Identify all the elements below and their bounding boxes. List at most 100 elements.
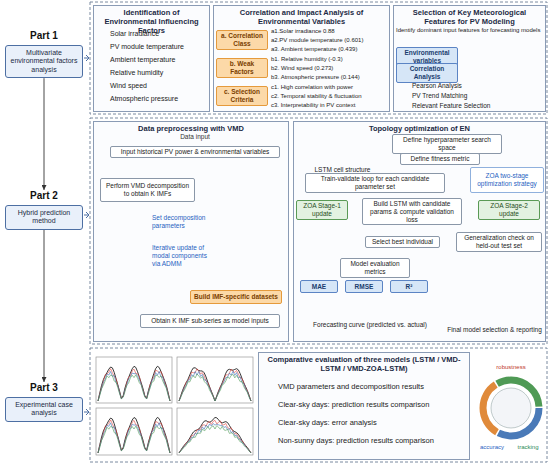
label-text: Final model selection & reporting [446, 326, 543, 334]
process-box: Obtain K IMF sub-series as model inputs [140, 314, 280, 328]
label-text: Relevant Feature Selection [412, 102, 542, 110]
node-text: Train-validate loop for each candidate p… [308, 175, 442, 191]
part-block: Part 1 Multivariate environmental factors… [5, 30, 83, 78]
label-text: LSTM cell structure [300, 166, 385, 174]
part-region [90, 118, 547, 344]
node-text: R² [393, 283, 425, 291]
label-text: a2.PV module temperature (0.601) [271, 37, 388, 44]
node-text: Correlation Analysis [399, 65, 455, 81]
label-text: tracking [510, 444, 546, 451]
label-text: Non-sunny days: prediction results compa… [278, 436, 466, 445]
label-text: b3. Atmospheric pressure (0.144) [271, 74, 388, 81]
chart-curve [179, 420, 251, 453]
node-text: Model evaluation metrics [343, 260, 407, 276]
part-box: Experimental case analysis [5, 397, 83, 422]
process-box: c. Selection Criteria [216, 86, 268, 106]
label-text: Relative humidity [110, 69, 208, 77]
node-text: Select best individual [368, 238, 437, 246]
process-box: Perform VMD decomposition to obtain K IM… [100, 178, 195, 202]
chart-frame [177, 408, 253, 455]
part-block: Part 2 Hybrid prediction method [5, 190, 83, 230]
process-box: MAE [300, 280, 338, 293]
process-box: Define fitness metric [400, 153, 480, 165]
chart-frame [96, 357, 172, 403]
node-heading: Comparative evaluation of three models (… [262, 355, 466, 373]
eval-ring [483, 380, 539, 436]
node-text: Define fitness metric [403, 155, 477, 163]
label-text: accuracy [474, 444, 510, 451]
chart-curve [179, 426, 251, 454]
process-box: Train-validate loop for each candidate p… [305, 173, 445, 193]
process-box: Define hyperparameter search space [392, 134, 502, 154]
process-box: ZOA two-stage optimization strategy [470, 167, 544, 193]
node-text: Multivariate environmental factors analy… [8, 49, 80, 74]
part-box: Hybrid prediction method [5, 205, 83, 230]
part-box: Multivariate environmental factors analy… [5, 45, 83, 78]
part-block: Part 3 Experimental case analysis [5, 382, 83, 422]
eval-core [491, 388, 531, 428]
eval-ring [483, 380, 539, 436]
label-text: Data input [160, 133, 230, 141]
chart-frame [177, 357, 253, 403]
side-arrow [84, 55, 89, 61]
node-heading: Correlation and Impact Analysis of Envir… [217, 8, 386, 26]
process-box: Build LSTM with candidate params & compu… [362, 198, 462, 225]
side-arrow [84, 212, 89, 218]
part-region [90, 348, 547, 462]
chart-curve [179, 424, 251, 453]
node-heading: Selection of Key Meteorological Features… [397, 8, 542, 26]
node-text: MAE [303, 283, 335, 291]
label-text: Wind speed [110, 82, 208, 90]
node-text: ZOA two-stage optimization strategy [473, 172, 541, 188]
process-box: a. Correlation Class [216, 30, 268, 50]
part-region [90, 2, 547, 114]
node-text: b. Weak Factors [219, 60, 265, 76]
panel: Topology optimization of ENDefine hyperp… [293, 121, 546, 342]
label-text: Forecasting curve (predicted vs. actual) [300, 321, 440, 329]
label-text: b1. Relative humidity (-0.3) [271, 56, 388, 63]
node-heading: Data preprocessing with VMD [97, 124, 285, 133]
label-text: Set decomposition parameters [152, 214, 212, 230]
chart-curve [98, 420, 170, 453]
node-text: Build LSTM with candidate params & compu… [365, 200, 459, 223]
label-text: Identify dominant input features for for… [396, 27, 544, 34]
process-box: Build IMF-specific datasets [190, 290, 282, 304]
eval-ring [483, 380, 539, 436]
chart-curve [98, 371, 170, 401]
node-text: Hybrid prediction method [8, 209, 80, 226]
label-text: Iterative update of modal components via… [152, 244, 212, 267]
node-text: ZOA Stage-1 update [299, 202, 345, 218]
node-text: Experimental case analysis [8, 401, 80, 418]
label-text: b2. Wind speed (0.273) [271, 65, 388, 72]
process-box: Input historical PV power & environmenta… [110, 146, 280, 158]
node-text: a. Correlation Class [219, 32, 265, 48]
chart-curve [179, 418, 251, 454]
chart-curve [98, 366, 170, 401]
process-box: RMSE [345, 280, 383, 293]
flow-arrow [44, 78, 45, 190]
chart-curve [179, 371, 251, 401]
node-text: RMSE [348, 283, 380, 291]
label-text: Clear-sky days: prediction results compa… [278, 400, 466, 409]
label-text: Pearson Analysis [412, 82, 542, 90]
node-text: Obtain K IMF sub-series as model inputs [143, 317, 277, 325]
chart-frame [96, 408, 172, 455]
label-text: robustness [484, 364, 538, 371]
node-text: Generalization check on held-out test se… [459, 234, 539, 250]
chart-curve [98, 423, 170, 453]
label-text: c2. Temporal stability & fluctuation [271, 93, 388, 100]
side-arrow [84, 409, 89, 415]
label-text: Solar irradiance [110, 30, 208, 38]
chart-curve [179, 368, 251, 401]
panel: Data preprocessing with VMD Input histori… [93, 121, 289, 342]
node-heading: Part 1 [5, 30, 83, 42]
node-heading: Part 2 [5, 190, 83, 202]
node-heading: Part 3 [5, 382, 83, 394]
chart-curve [98, 426, 170, 453]
node-text: Define hyperparameter search space [395, 136, 499, 152]
process-box: ZOA Stage-2 update [478, 200, 540, 220]
label-text: a3. Ambient temperature (0.439) [271, 46, 388, 53]
label-text: c3. Interpretability in PV context [271, 102, 388, 109]
process-box: Model evaluation metrics [340, 258, 410, 278]
